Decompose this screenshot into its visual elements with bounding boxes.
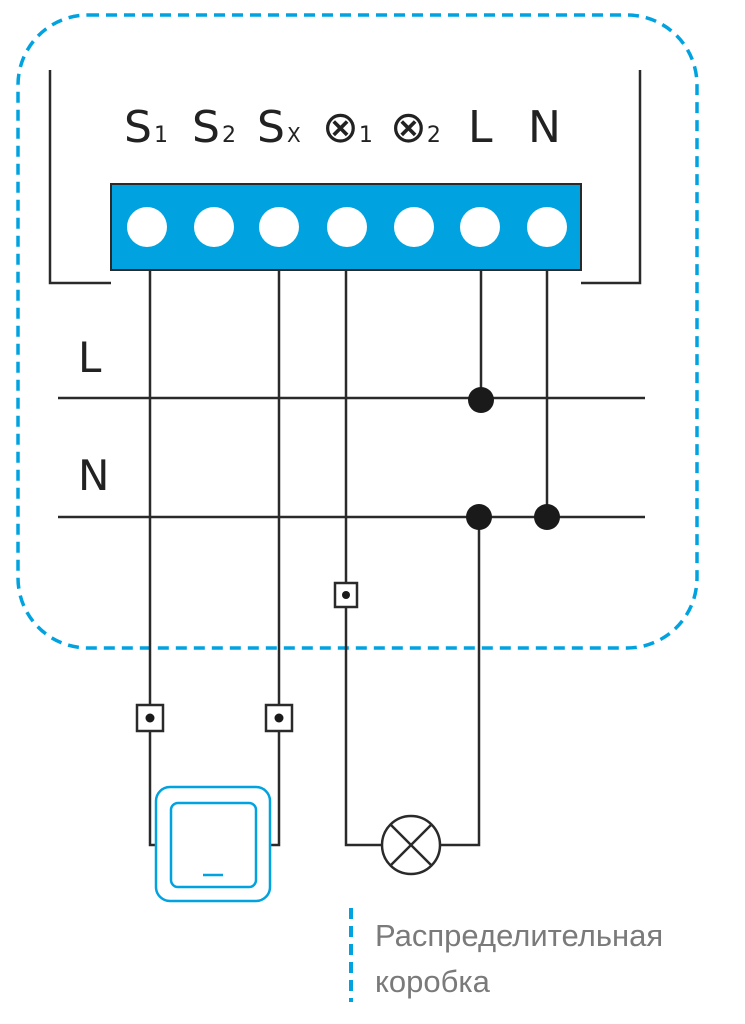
bus-label-l: L: [78, 333, 102, 382]
connector-lamp: [333, 581, 359, 609]
device-housing: [48, 70, 111, 285]
terminal-l: [460, 207, 500, 247]
terminal-s1: [127, 207, 167, 247]
terminal-n: [527, 207, 567, 247]
terminal-label-lamp1: ⊗1: [322, 102, 373, 153]
device-housing-right: [581, 70, 642, 285]
lamp-icon: [380, 814, 442, 876]
wire-lamp-neutral: [441, 517, 481, 847]
terminal-lamp1: [327, 207, 367, 247]
terminal-label-lamp2: ⊗2: [390, 102, 441, 153]
terminal-s2: [194, 207, 234, 247]
bus-label-n: N: [78, 451, 109, 500]
terminal-lamp2: [394, 207, 434, 247]
terminal-label-n: N: [528, 102, 561, 153]
junction-dot-l: [468, 387, 494, 413]
connector-s1: [135, 703, 165, 733]
junction-dot-n2: [534, 504, 560, 530]
wire-lamp1: [344, 270, 381, 847]
junction-box-outline: [16, 13, 699, 650]
terminal-label-s1: S1: [124, 102, 168, 153]
terminal-screws: [127, 207, 567, 247]
wall-switch: [154, 785, 272, 903]
legend-text-line1: Распределительная: [375, 918, 663, 953]
junction-dot-n1: [466, 504, 492, 530]
terminal-label-l: L: [468, 102, 493, 153]
wire-sx: [268, 270, 281, 847]
legend-text-line2: коробка: [375, 964, 491, 999]
terminal-sx: [259, 207, 299, 247]
terminal-label-s2: S2: [192, 102, 236, 153]
wire-s1: [148, 270, 158, 847]
connector-sx: [264, 703, 294, 733]
